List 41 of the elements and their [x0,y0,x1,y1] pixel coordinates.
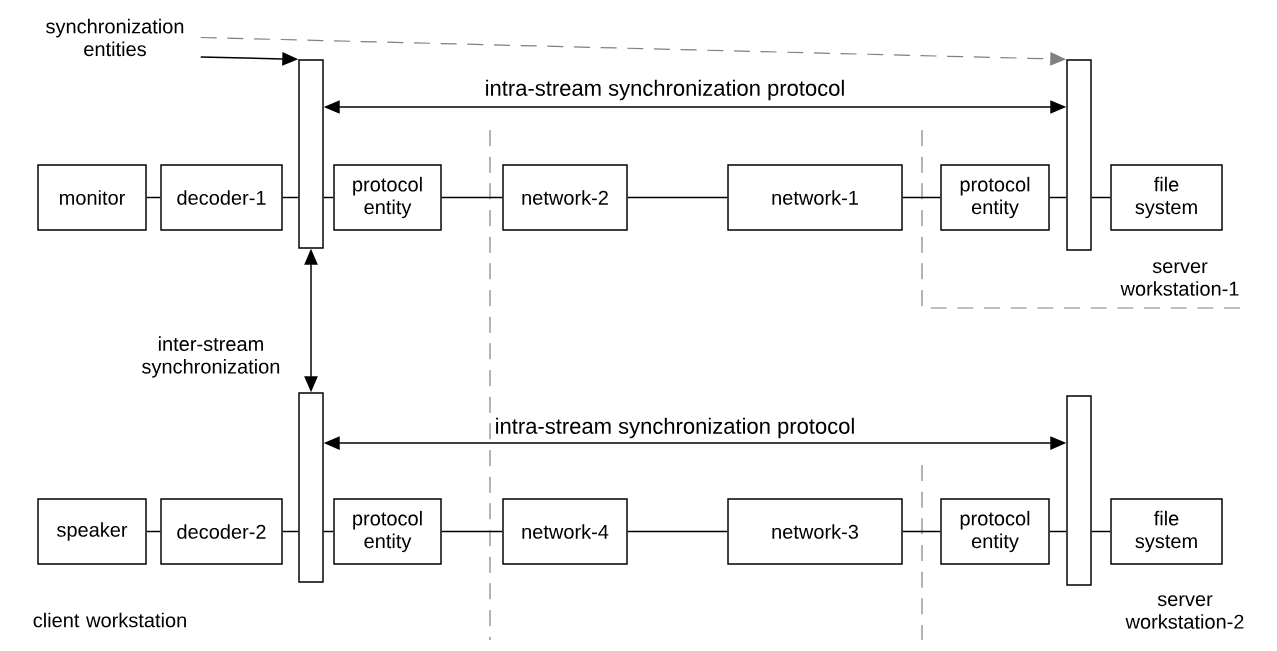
process-box: protocol entity [333,498,442,565]
connector-line [146,530,161,533]
process-box: protocol entity [940,498,1050,565]
connector-line [902,196,941,199]
synchronization-bar [1066,395,1092,586]
process-box: network-2 [502,164,628,231]
process-box: decoder-2 [160,498,283,565]
edge-label: inter-stream synchronization [142,336,280,378]
region-label: server workstation-2 [1125,595,1244,629]
connector-line [441,530,503,533]
synchronization-bar [298,392,324,583]
edge-label: intra-stream synchronization protocol [496,417,854,439]
connector-line [146,196,161,199]
connector-line [1049,530,1067,533]
synchronization-bar [298,59,324,249]
process-box: decoder-1 [160,164,283,231]
process-box: network-4 [502,498,628,565]
process-box: speaker [37,498,147,565]
region-label: server workstation-1 [1120,262,1239,296]
process-box: file system [1110,498,1223,565]
connector-line [902,530,941,533]
process-box: protocol entity [333,164,442,231]
connector-line [323,196,334,199]
connector-line [1049,196,1067,199]
edge-label: intra-stream synchronization protocol [486,79,844,101]
process-box: network-1 [727,164,903,231]
connector-line [627,530,728,533]
connector-line [1091,196,1111,199]
synchronization-bar [1066,59,1092,251]
connector-line [441,196,503,199]
process-box: network-3 [727,498,903,565]
connector-line [282,530,299,533]
connector-line [627,196,728,199]
region-label: client workstation [33,612,186,628]
connector-line [1091,530,1111,533]
connector-line [323,530,334,533]
callout-text: synchronization entities [46,18,184,57]
process-box: monitor [37,164,147,231]
connector-line [282,196,299,199]
process-box: protocol entity [940,164,1050,231]
process-box: file system [1110,164,1223,231]
